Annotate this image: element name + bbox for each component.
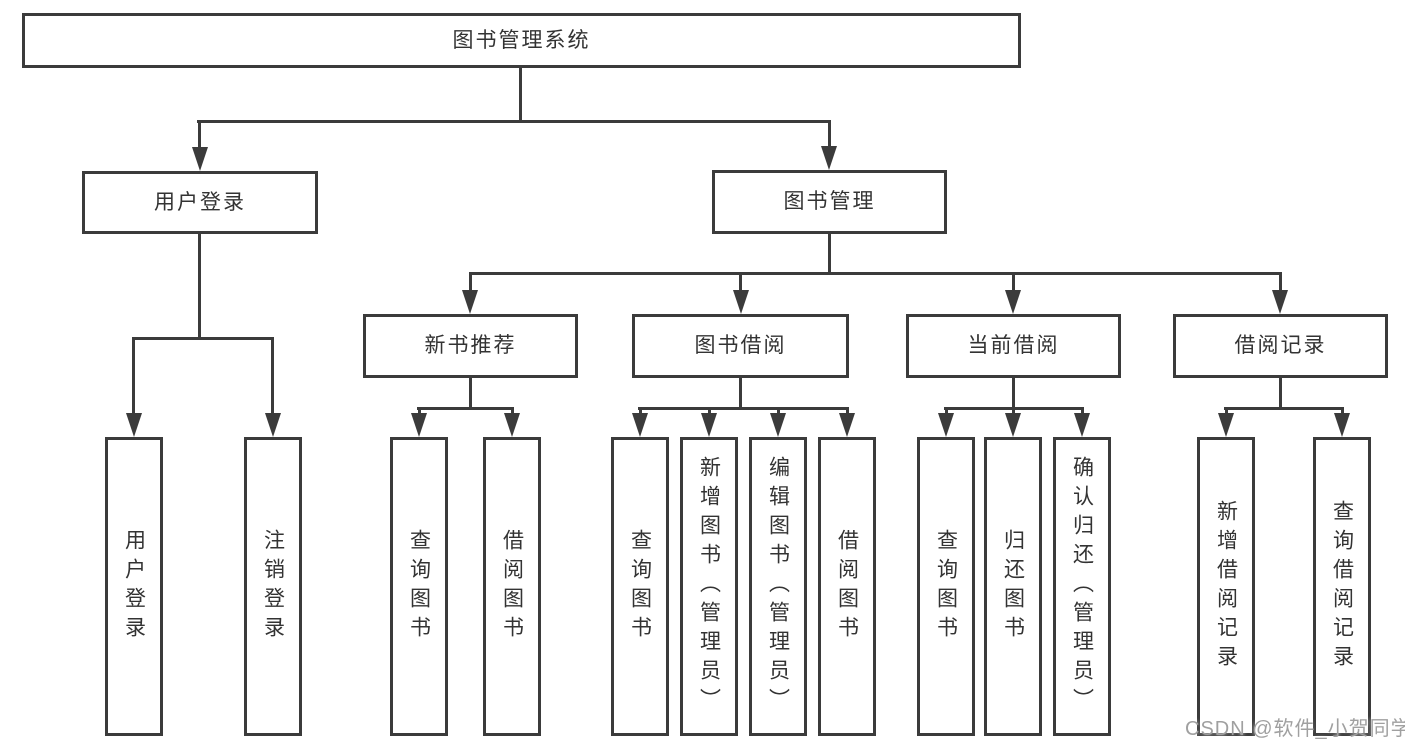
connector-arrow — [632, 413, 648, 437]
connector-line — [1279, 272, 1282, 292]
node-book-borrow: 图书借阅 — [632, 314, 849, 378]
node-borrow-records: 借阅记录 — [1173, 314, 1388, 378]
connector-arrow — [1334, 413, 1350, 437]
connector-line — [1341, 407, 1344, 417]
leaf-cb-query-books: 查询图书 — [917, 437, 975, 736]
connector-line — [1012, 407, 1015, 417]
connector-line — [739, 272, 742, 292]
node-root: 图书管理系统 — [22, 13, 1021, 68]
connector-line — [198, 234, 201, 340]
connector-line — [417, 407, 514, 410]
connector-line — [469, 272, 472, 292]
connector-line — [638, 407, 849, 410]
connector-arrow — [462, 290, 478, 314]
connector-line — [519, 68, 522, 123]
watermark: CSDN @软件_小贺同学 — [1185, 718, 1405, 740]
node-current-borrow: 当前借阅 — [906, 314, 1121, 378]
leaf-nbr-query-books: 查询图书 — [390, 437, 448, 736]
leaf-bb-edit-books-admin: 编辑图书（管理员） — [749, 437, 807, 736]
connector-arrow — [1218, 413, 1234, 437]
node-user-login: 用户登录 — [82, 171, 318, 234]
connector-line — [469, 378, 472, 410]
leaf-br-add-record: 新增借阅记录 — [1197, 437, 1255, 736]
leaf-logout: 注销登录 — [244, 437, 302, 736]
leaf-bb-add-books-admin: 新增图书（管理员） — [680, 437, 738, 736]
connector-arrow — [1005, 413, 1021, 437]
connector-line — [271, 337, 274, 417]
connector-arrow — [821, 146, 837, 170]
connector-arrow — [504, 413, 520, 437]
connector-arrow — [1074, 413, 1090, 437]
connector-arrow — [839, 413, 855, 437]
connector-line — [828, 120, 831, 150]
connector-line — [846, 407, 849, 417]
leaf-cb-confirm-return-admin: 确认归还（管理员） — [1053, 437, 1111, 736]
connector-arrow — [733, 290, 749, 314]
connector-arrow — [701, 413, 717, 437]
leaf-user-login: 用户登录 — [105, 437, 163, 736]
connector-line — [828, 234, 831, 275]
connector-line — [739, 378, 742, 410]
connector-line — [132, 337, 135, 417]
connector-arrow — [1272, 290, 1288, 314]
connector-line — [198, 120, 201, 150]
connector-arrow — [1005, 290, 1021, 314]
connector-arrow — [770, 413, 786, 437]
connector-line — [1081, 407, 1084, 417]
connector-line — [777, 407, 780, 417]
connector-line — [132, 337, 274, 340]
connector-line — [511, 407, 514, 417]
connector-line — [1279, 378, 1282, 410]
connector-line — [639, 407, 642, 417]
connector-line — [1012, 272, 1015, 292]
connector-arrow — [938, 413, 954, 437]
connector-line — [945, 407, 948, 417]
connector-line — [1224, 407, 1342, 410]
connector-line — [197, 120, 831, 123]
connector-line — [469, 272, 1281, 275]
node-new-book-rec: 新书推荐 — [363, 314, 578, 378]
leaf-br-query-record: 查询借阅记录 — [1313, 437, 1371, 736]
connector-line — [1225, 407, 1228, 417]
connector-arrow — [126, 413, 142, 437]
node-book-mgmt: 图书管理 — [712, 170, 947, 234]
connector-arrow — [192, 147, 208, 171]
connector-arrow — [411, 413, 427, 437]
leaf-cb-return-books: 归还图书 — [984, 437, 1042, 736]
leaf-bb-borrow-books: 借阅图书 — [818, 437, 876, 736]
leaf-bb-query-books: 查询图书 — [611, 437, 669, 736]
connector-line — [418, 407, 421, 417]
connector-line — [708, 407, 711, 417]
connector-line — [1012, 378, 1015, 410]
connector-arrow — [265, 413, 281, 437]
leaf-nbr-borrow-books: 借阅图书 — [483, 437, 541, 736]
